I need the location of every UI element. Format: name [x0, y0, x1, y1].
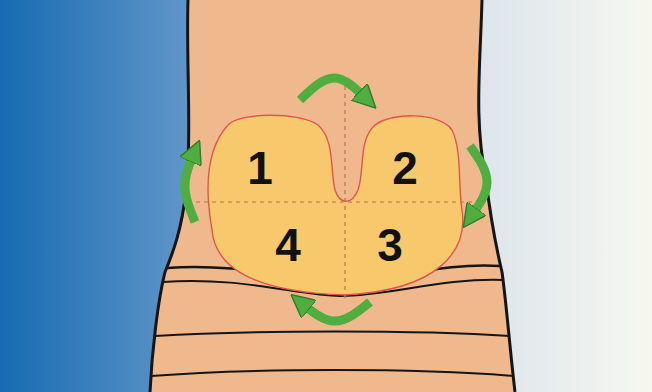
- zone-fill: [208, 115, 345, 202]
- torso-outline-right: [479, 0, 515, 392]
- zone-text-group: 1: [247, 145, 273, 191]
- zone-number: 2: [392, 145, 418, 191]
- zone-number: 4: [275, 222, 301, 268]
- zone-text-group: 3: [377, 222, 403, 268]
- zone-shape: [195, 202, 345, 302]
- zone-text-group: 2: [392, 145, 418, 191]
- torso-outline-left: [150, 0, 189, 392]
- zone-shape: [345, 202, 470, 302]
- zone-number: 3: [377, 222, 403, 268]
- zone-fill: [208, 202, 345, 295]
- injection-zone: 2: [345, 100, 470, 202]
- injection-zone: 3: [345, 202, 470, 302]
- injection-zone: 1: [195, 100, 345, 202]
- torso-skin: [150, 0, 515, 392]
- zone-text-group: 4: [275, 222, 301, 268]
- rotation-arrow: [470, 146, 487, 218]
- connector-group: [185, 78, 487, 321]
- clothing-fold: [155, 332, 510, 337]
- rotation-arrow: [185, 151, 195, 222]
- injection-zone: 4: [195, 202, 345, 302]
- rotation-arrow: [300, 302, 370, 321]
- zone-fill: [345, 115, 463, 202]
- zone-number: 1: [247, 145, 273, 191]
- clothing-fold: [151, 370, 514, 376]
- zone-fill: [345, 202, 463, 295]
- rotation-arrow: [300, 78, 368, 100]
